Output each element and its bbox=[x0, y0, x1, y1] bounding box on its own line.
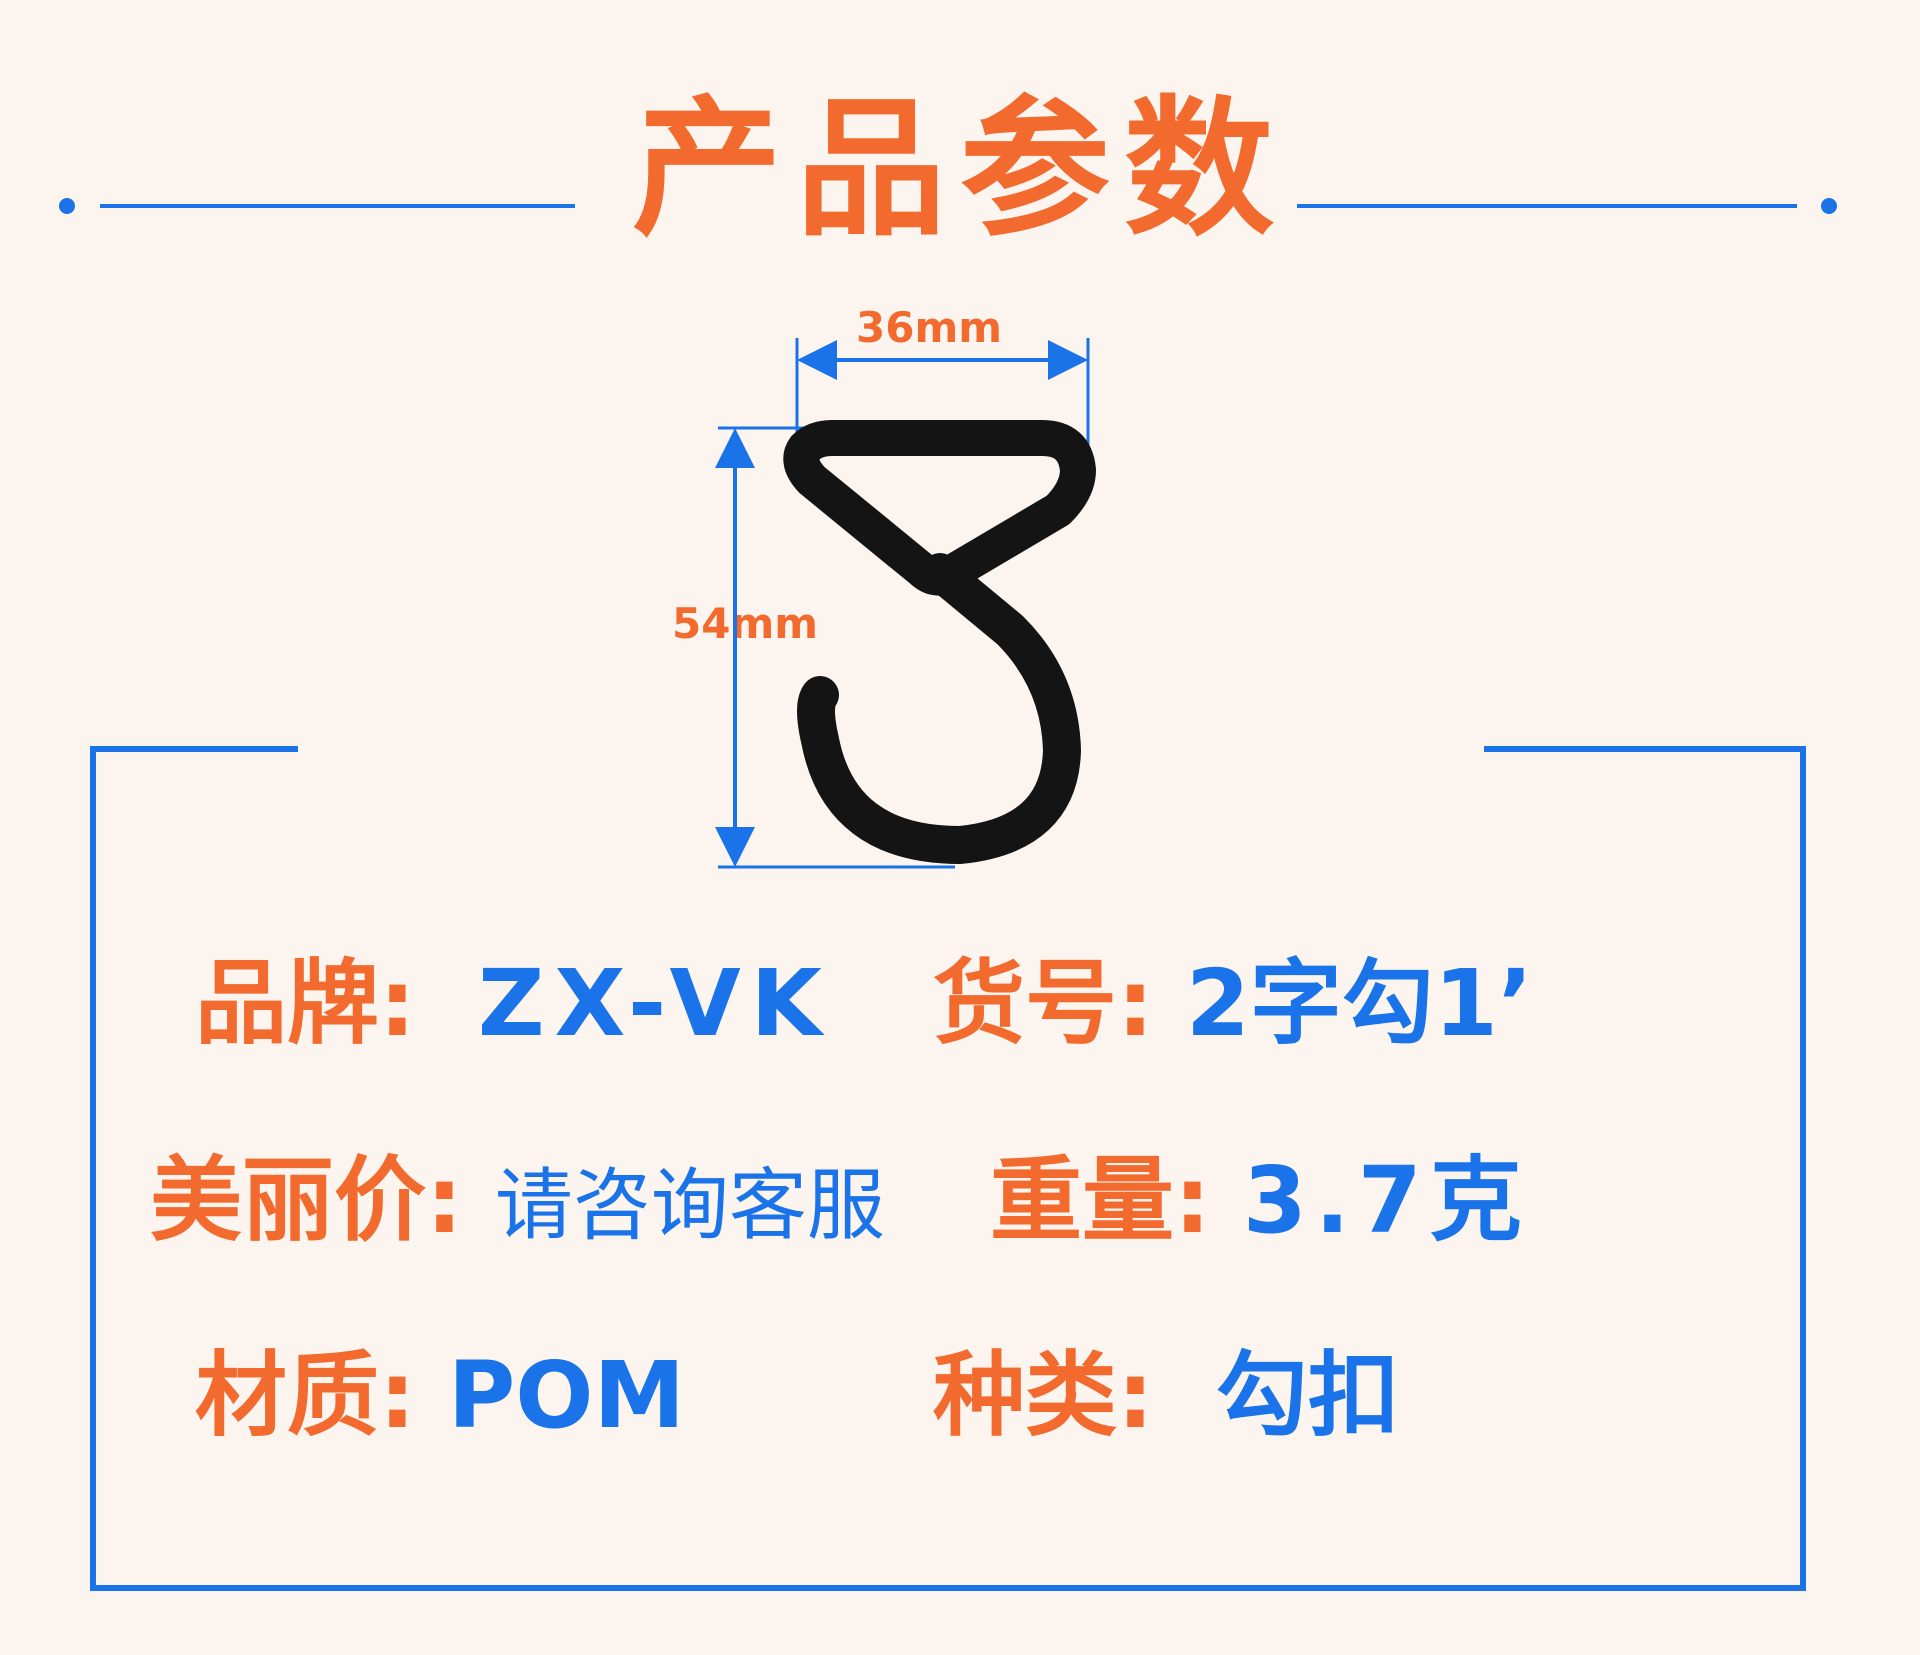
item-no-label: 货号: bbox=[933, 950, 1154, 1057]
spec-material: 材质: POM bbox=[195, 1350, 685, 1442]
price-value: 请咨询客服 bbox=[494, 1161, 885, 1251]
material-label: 材质: bbox=[195, 1342, 416, 1449]
s-hook-product-icon bbox=[783, 420, 1096, 864]
category-value: 勾扣 bbox=[1215, 1342, 1400, 1449]
page-title: 产品参数 bbox=[631, 83, 1288, 257]
spec-weight: 重量: 3.7克 bbox=[990, 1155, 1530, 1247]
left-title-rule bbox=[100, 204, 575, 208]
weight-value: 3.7克 bbox=[1242, 1147, 1530, 1254]
spec-item-no: 货号: 2字勾1’ bbox=[933, 958, 1533, 1050]
weight-label: 重量: bbox=[990, 1147, 1211, 1254]
item-no-value: 2字勾1’ bbox=[1185, 950, 1533, 1057]
frame-right bbox=[1800, 746, 1806, 1591]
brand-value: ZX-VK bbox=[477, 950, 832, 1057]
right-title-rule bbox=[1297, 204, 1797, 208]
frame-top-left bbox=[90, 746, 298, 752]
material-value: POM bbox=[447, 1342, 686, 1449]
right-rule-dot bbox=[1821, 198, 1837, 214]
spec-category: 种类: 勾扣 bbox=[933, 1350, 1400, 1442]
price-label: 美丽价: bbox=[150, 1147, 463, 1254]
brand-label: 品牌: bbox=[195, 950, 416, 1057]
left-rule-dot bbox=[59, 198, 75, 214]
spec-brand: 品牌: ZX-VK bbox=[195, 958, 832, 1050]
category-label: 种类: bbox=[933, 1342, 1154, 1449]
frame-bottom bbox=[90, 1585, 1806, 1591]
spec-price: 美丽价: 请咨询客服 bbox=[150, 1155, 885, 1247]
frame-top-right bbox=[1484, 746, 1806, 752]
frame-left bbox=[90, 746, 96, 1591]
